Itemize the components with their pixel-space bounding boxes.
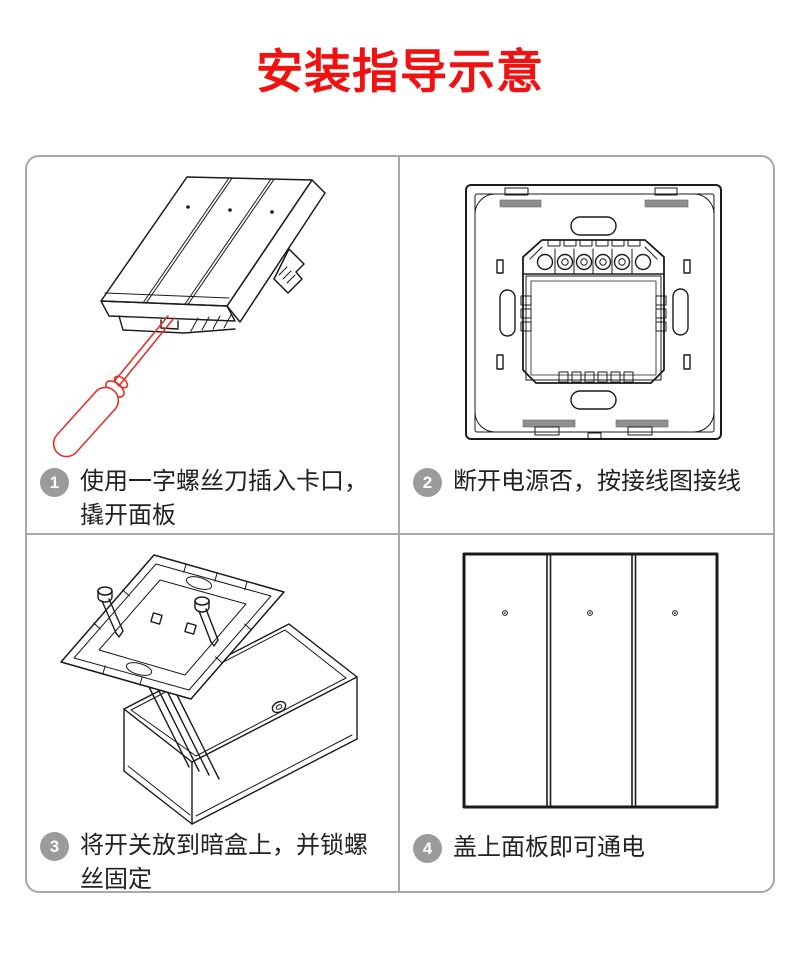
step-3-number-badge: 3: [40, 832, 69, 861]
page-title: 安装指导示意: [256, 47, 544, 99]
step-4-caption: 4 盖上面板即可通电: [400, 831, 773, 891]
step-2-caption: 2 断开电源否，按接线图接线: [400, 465, 773, 533]
step-1-caption: 1 使用一字螺丝刀插入卡口，撬开面板: [27, 465, 398, 533]
step-2-cell: 2 断开电源否，按接线图接线: [400, 157, 773, 535]
switch-base-wiring-illustration: [465, 184, 722, 440]
panel-front-view-illustration: [462, 552, 719, 809]
step-4-caption-text: 盖上面板即可通电: [453, 835, 645, 861]
step-4-cell: 4 盖上面板即可通电: [400, 535, 773, 891]
mount-on-wall-box-illustration: [60, 554, 358, 825]
step-3-caption: 3 将开关放到暗盒上，并锁螺丝固定: [27, 829, 398, 891]
step-3-caption-text: 将开关放到暗盒上，并锁螺丝固定: [80, 833, 368, 891]
pry-open-panel-illustration: [52, 176, 326, 458]
step-1-number-badge: 1: [40, 468, 69, 497]
steps-grid: 1 使用一字螺丝刀插入卡口，撬开面板: [25, 155, 775, 893]
step-4-number-badge: 4: [413, 834, 442, 863]
step-2-caption-text: 断开电源否，按接线图接线: [453, 469, 741, 495]
step-3-cell: 3 将开关放到暗盒上，并锁螺丝固定: [27, 535, 400, 891]
step-1-caption-text: 使用一字螺丝刀插入卡口，撬开面板: [80, 469, 368, 529]
step-1-cell: 1 使用一字螺丝刀插入卡口，撬开面板: [27, 157, 400, 535]
step-2-number-badge: 2: [413, 468, 442, 497]
